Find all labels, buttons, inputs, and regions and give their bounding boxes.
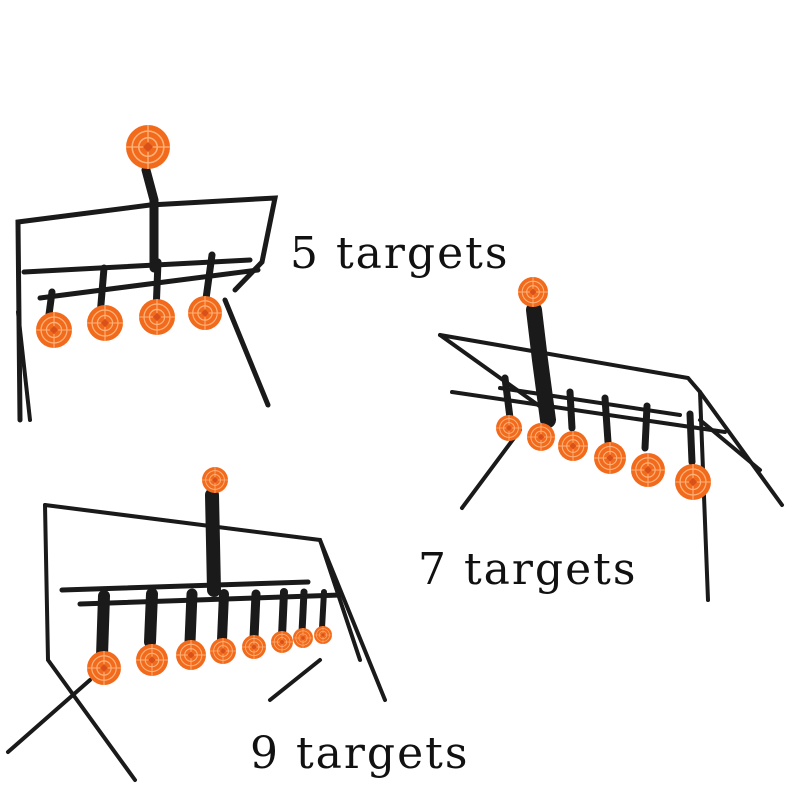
- five-target-paddles: [36, 125, 222, 348]
- target-icon: [139, 299, 175, 335]
- reset-target-icon: [202, 467, 228, 493]
- target-icon: [87, 651, 121, 685]
- target-icon: [136, 644, 168, 676]
- nine-targets-label: 9 targets: [250, 728, 470, 779]
- seven-targets-label: 7 targets: [418, 544, 638, 595]
- target-icon: [242, 635, 266, 659]
- target-icon: [496, 415, 522, 441]
- target-icon: [293, 628, 313, 648]
- seven-target-rig: [438, 302, 784, 602]
- target-icon: [314, 626, 332, 644]
- target-icon: [176, 640, 206, 670]
- target-icon: [594, 442, 626, 474]
- target-icon: [527, 423, 555, 451]
- target-icon: [188, 296, 222, 330]
- target-icon: [210, 638, 236, 664]
- target-icon: [558, 431, 588, 461]
- target-icon: [675, 464, 711, 500]
- target-icon: [271, 631, 293, 653]
- target-icon: [87, 305, 123, 341]
- reset-target-icon: [126, 125, 170, 169]
- nine-target-rig: [6, 488, 387, 782]
- target-icon: [36, 312, 72, 348]
- target-icon: [631, 453, 665, 487]
- five-targets-label: 5 targets: [290, 228, 510, 279]
- reset-target-icon: [518, 277, 548, 307]
- five-target-rig: [15, 165, 279, 423]
